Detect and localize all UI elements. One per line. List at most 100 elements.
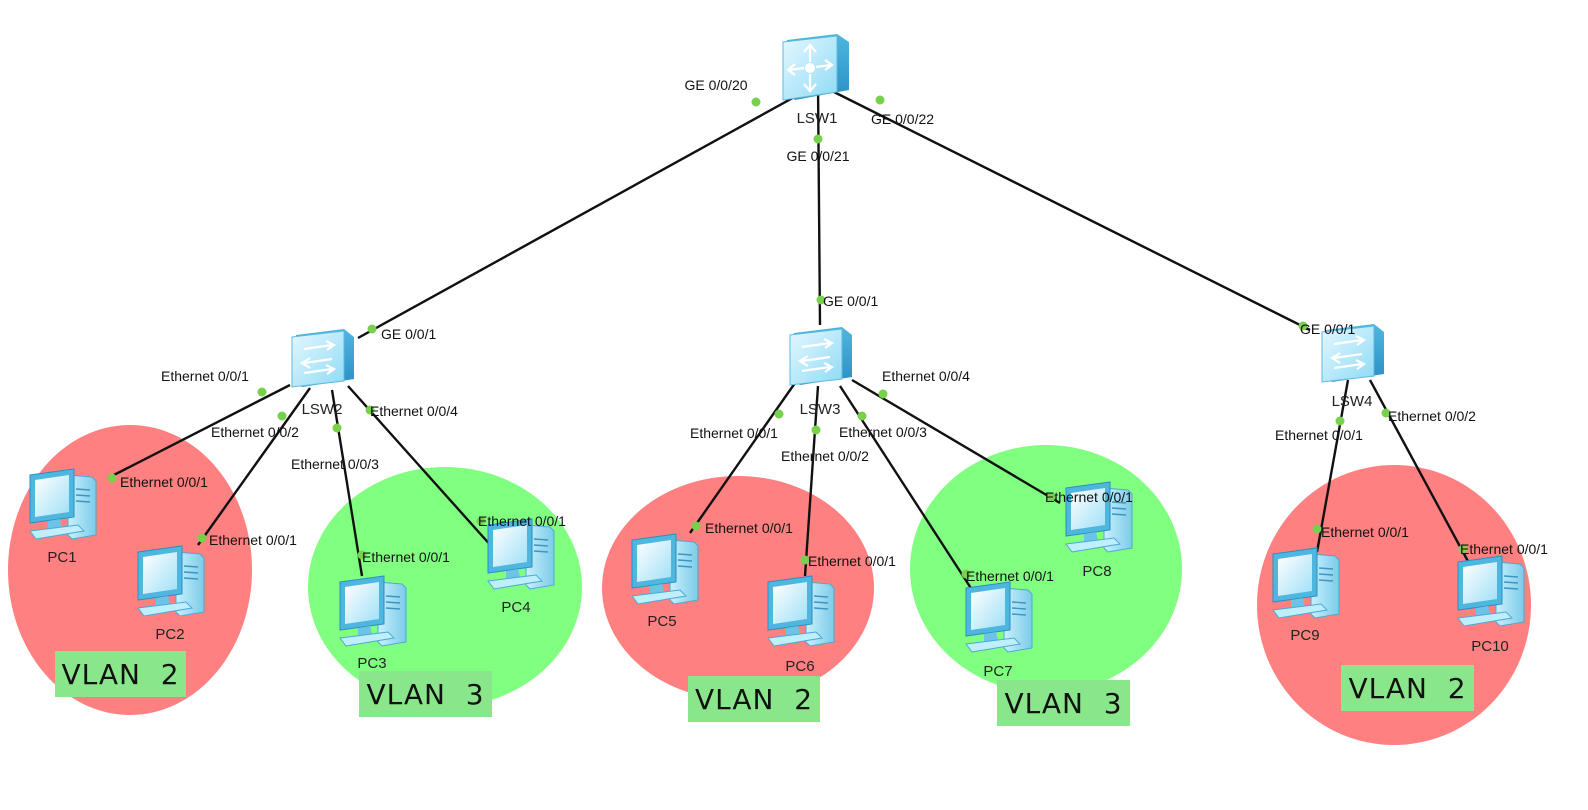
port-dot bbox=[751, 97, 761, 107]
port-dot bbox=[961, 569, 971, 579]
vlan-tag-label: VLAN 3 bbox=[366, 678, 484, 711]
port-dot bbox=[332, 423, 342, 433]
port-label-lsw4-pc10-b: Ethernet 0/0/1 bbox=[1460, 541, 1548, 557]
port-dot bbox=[878, 389, 888, 399]
device-name-label: PC2 bbox=[155, 626, 184, 643]
switch-icon bbox=[290, 327, 356, 389]
port-dot bbox=[357, 550, 367, 560]
device-lsw2[interactable]: LSW2 bbox=[290, 327, 356, 418]
link-lsw2-pc2 bbox=[197, 387, 311, 546]
vlan-tag-label: VLAN 3 bbox=[1004, 687, 1122, 720]
device-name-label: LSW2 bbox=[302, 401, 343, 418]
port-label-lsw2-pc3-b: Ethernet 0/0/1 bbox=[362, 549, 450, 565]
device-name-label: PC10 bbox=[1471, 638, 1509, 655]
port-label-lsw1-lsw4-b: GE 0/0/1 bbox=[1300, 321, 1355, 337]
port-label-lsw3-pc8-a: Ethernet 0/0/4 bbox=[882, 368, 970, 384]
vlan-tag-box bbox=[688, 676, 820, 722]
port-dot bbox=[800, 555, 810, 565]
device-lsw4[interactable]: LSW4 bbox=[1320, 322, 1386, 410]
device-name-label: LSW3 bbox=[800, 401, 841, 418]
vlan-zone-z1: VLAN 2 bbox=[8, 425, 252, 715]
vlan-tag-box bbox=[55, 651, 186, 697]
device-name-label: PC4 bbox=[501, 599, 530, 616]
link-lsw1-lsw2 bbox=[357, 82, 819, 340]
device-pc7[interactable]: PC7 bbox=[965, 581, 1033, 680]
link-lsw3-pc8 bbox=[851, 378, 1061, 505]
vlan-zone-z4: VLAN 3 bbox=[910, 445, 1182, 726]
link-lsw3-pc6 bbox=[803, 385, 820, 577]
port-label-lsw4-pc9-a: Ethernet 0/0/1 bbox=[1275, 427, 1363, 443]
vlan-tag-label: VLAN 2 bbox=[61, 658, 179, 691]
port-label-lsw3-pc6-b: Ethernet 0/0/1 bbox=[808, 553, 896, 569]
port-dot bbox=[367, 324, 377, 334]
port-dot bbox=[1298, 321, 1308, 331]
device-pc9[interactable]: PC9 bbox=[1272, 547, 1340, 644]
port-label-lsw2-pc1-a: Ethernet 0/0/1 bbox=[161, 368, 249, 384]
device-pc4[interactable]: PC4 bbox=[487, 518, 555, 616]
port-dot bbox=[875, 95, 885, 105]
device-name-label: PC7 bbox=[983, 663, 1012, 680]
device-pc6[interactable]: PC6 bbox=[767, 575, 835, 675]
port-label-lsw1-lsw3-a: GE 0/0/21 bbox=[786, 148, 849, 164]
vlan-tag-label: VLAN 2 bbox=[1348, 672, 1466, 705]
device-name-label: LSW4 bbox=[1332, 393, 1373, 410]
device-pc3[interactable]: PC3 bbox=[339, 575, 407, 672]
port-label-lsw1-lsw2-a: GE 0/0/20 bbox=[684, 77, 747, 93]
vlan-tag-box bbox=[359, 671, 492, 717]
vlan-tag-box bbox=[997, 680, 1130, 726]
port-dot bbox=[257, 387, 267, 397]
port-label-lsw2-pc2-b: Ethernet 0/0/1 bbox=[209, 532, 297, 548]
device-pc8[interactable]: PC8 bbox=[1065, 481, 1133, 580]
device-pc2[interactable]: PC2 bbox=[137, 545, 205, 643]
vlan-zone-z5: VLAN 2 bbox=[1257, 465, 1531, 745]
vlan-zone-z3: VLAN 2 bbox=[602, 476, 874, 722]
port-dot bbox=[813, 134, 823, 144]
port-label-lsw4-pc10-a: Ethernet 0/0/2 bbox=[1388, 408, 1476, 424]
device-pc1[interactable]: PC1 bbox=[29, 468, 97, 566]
device-name-label: PC6 bbox=[785, 658, 814, 675]
device-lsw3[interactable]: LSW3 bbox=[788, 325, 854, 418]
port-dot bbox=[1312, 524, 1322, 534]
port-label-lsw3-pc6-a: Ethernet 0/0/2 bbox=[781, 448, 869, 464]
device-pc5[interactable]: PC5 bbox=[631, 533, 699, 630]
port-dot bbox=[1458, 544, 1468, 554]
port-dot bbox=[1335, 416, 1345, 426]
port-dot bbox=[476, 516, 486, 526]
port-label-lsw1-lsw3-b: GE 0/0/1 bbox=[823, 293, 878, 309]
port-dot bbox=[1381, 408, 1391, 418]
port-label-lsw3-pc5-a: Ethernet 0/0/1 bbox=[690, 425, 778, 441]
port-dot bbox=[197, 533, 207, 543]
device-name-label: PC8 bbox=[1082, 563, 1111, 580]
link-lsw3-pc5 bbox=[689, 382, 796, 534]
port-dot bbox=[277, 411, 287, 421]
device-lsw1[interactable]: LSW1 bbox=[781, 32, 851, 127]
link-lsw2-pc3 bbox=[330, 389, 364, 577]
link-lsw1-lsw3 bbox=[816, 83, 822, 326]
vlan-tag-label: VLAN 2 bbox=[695, 683, 813, 716]
port-label-lsw2-pc2-a: Ethernet 0/0/2 bbox=[211, 424, 299, 440]
vlan-zone-area bbox=[602, 476, 874, 700]
port-label-lsw1-lsw4-a: GE 0/0/22 bbox=[871, 111, 934, 127]
device-pc10[interactable]: PC10 bbox=[1457, 555, 1525, 655]
port-label-lsw2-pc1-b: Ethernet 0/0/1 bbox=[120, 474, 208, 490]
port-labels: GE 0/0/20 GE 0/0/1 GE 0/0/21 GE 0/0/1 GE 0/0… bbox=[107, 77, 1548, 584]
port-dot bbox=[816, 295, 826, 305]
port-dot bbox=[774, 409, 784, 419]
port-label-lsw2-pc4-b: Ethernet 0/0/1 bbox=[478, 513, 566, 529]
link-lsw2-pc1 bbox=[107, 383, 291, 480]
port-dot bbox=[691, 521, 701, 531]
device-name-label: PC1 bbox=[47, 549, 76, 566]
port-dot bbox=[1046, 492, 1056, 502]
port-dot bbox=[107, 473, 117, 483]
port-label-lsw2-pc3-a: Ethernet 0/0/3 bbox=[291, 456, 379, 472]
port-label-lsw3-pc5-b: Ethernet 0/0/1 bbox=[705, 520, 793, 536]
port-dot bbox=[811, 425, 821, 435]
port-label-lsw1-lsw2-b: GE 0/0/1 bbox=[381, 326, 436, 342]
port-label-lsw3-pc7-a: Ethernet 0/0/3 bbox=[839, 424, 927, 440]
device-name-label: LSW1 bbox=[797, 110, 838, 127]
port-label-lsw3-pc8-b: Ethernet 0/0/1 bbox=[1045, 489, 1133, 505]
port-dot bbox=[365, 405, 375, 415]
link-lsw3-pc7 bbox=[838, 385, 978, 597]
